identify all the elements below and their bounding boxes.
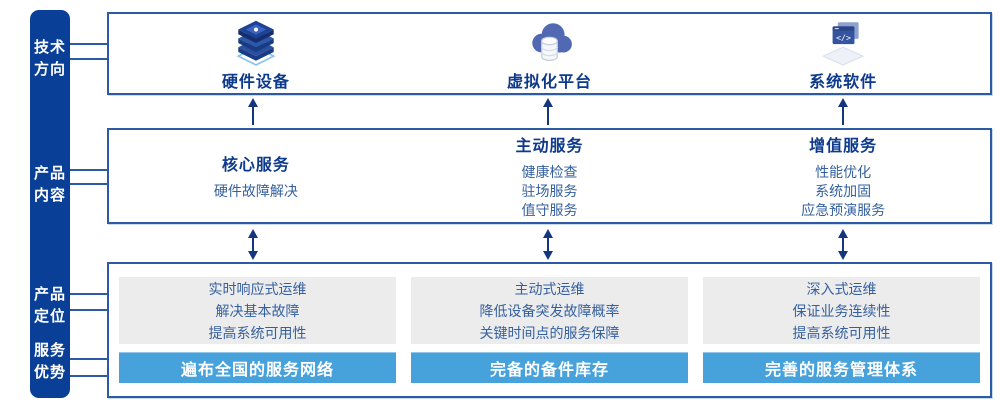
service-col-core: 核心服务 硬件故障解决: [109, 130, 403, 222]
server-stack-icon: [236, 20, 276, 66]
tech-label-virtualization: 虚拟化平台: [507, 74, 593, 91]
sidebar-label-product-content: 产品 内容: [30, 163, 70, 207]
product-positioning-box: 实时响应式运维 解决基本故障 提高系统可用性 遍布全国的服务网络 主动式运维 降…: [107, 262, 992, 398]
positioning-points-panel: 主动式运维 降低设备突发故障概率 关键时间点的服务保障: [411, 277, 688, 345]
positioning-point: 提高系统可用性: [208, 324, 307, 341]
positioning-points-panel: 实时响应式运维 解决基本故障 提高系统可用性: [119, 277, 396, 345]
category-sidebar: 技术 方向 产品 内容 产品 定位 服务 优势: [30, 10, 70, 398]
connector-line: [70, 358, 107, 360]
positioning-point: 深入式运维: [806, 280, 877, 297]
service-item: 系统加固: [815, 183, 872, 199]
up-arrow-icon: [541, 98, 555, 125]
sidebar-label-line: 产品: [33, 286, 66, 303]
service-col-proactive: 主动服务 健康检查 驻场服务 值守服务: [403, 130, 697, 222]
advantage-bar: 完备的备件库存: [411, 352, 688, 383]
sidebar-label-line: 服务: [33, 342, 66, 359]
software-window-icon: </>: [821, 22, 865, 66]
sidebar-label-product-positioning: 产品 定位: [30, 284, 70, 328]
service-title: 核心服务: [221, 157, 290, 174]
sidebar-label-line: 技术: [33, 39, 66, 56]
positioning-points-panel: 深入式运维 保证业务连续性 提高系统可用性: [703, 277, 980, 345]
cloud-database-icon: [531, 23, 572, 61]
positioning-point: 保证业务连续性: [792, 302, 891, 319]
sidebar-label-line: 方向: [33, 61, 66, 78]
advantage-bar: 遍布全国的服务网络: [119, 352, 396, 383]
up-down-arrow-icon: [836, 229, 850, 260]
positioning-point: 降低设备突发故障概率: [479, 302, 620, 319]
connector-line: [70, 309, 107, 311]
positioning-col-deep: 深入式运维 保证业务连续性 提高系统可用性 完善的服务管理体系: [703, 277, 980, 383]
tech-direction-box: 硬件设备 虚拟化平台: [107, 12, 992, 95]
connector-line: [70, 169, 107, 171]
tech-label-hardware: 硬件设备: [221, 74, 290, 91]
positioning-point: 实时响应式运维: [208, 280, 307, 297]
up-down-arrow-icon: [541, 229, 555, 260]
sidebar-label-line: 产品: [33, 165, 66, 182]
connector-line: [70, 375, 107, 377]
service-item: 值守服务: [521, 202, 578, 218]
service-col-value-added: 增值服务 性能优化 系统加固 应急预演服务: [696, 130, 990, 222]
tech-col-hardware: 硬件设备: [109, 14, 403, 93]
sidebar-label-tech-direction: 技术 方向: [30, 37, 70, 81]
connector-line: [70, 58, 107, 60]
up-arrow-icon: [836, 98, 850, 125]
service-item: 应急预演服务: [801, 202, 886, 218]
up-arrow-icon: [246, 98, 260, 125]
connector-line: [70, 293, 107, 295]
tech-col-virtualization: 虚拟化平台: [403, 14, 697, 93]
connector-line: [70, 43, 107, 45]
connector-line: [70, 183, 107, 185]
positioning-point: 关键时间点的服务保障: [479, 324, 620, 341]
positioning-col-realtime: 实时响应式运维 解决基本故障 提高系统可用性 遍布全国的服务网络: [119, 277, 396, 383]
service-item: 硬件故障解决: [213, 183, 298, 199]
up-down-arrow-icon: [246, 229, 260, 260]
sidebar-label-line: 优势: [33, 364, 66, 381]
positioning-point: 主动式运维: [514, 280, 585, 297]
service-item: 驻场服务: [521, 183, 578, 199]
sidebar-label-line: 内容: [33, 187, 66, 204]
product-content-box: 核心服务 硬件故障解决 主动服务 健康检查 驻场服务 值守服务 增值服务 性能优…: [107, 128, 992, 224]
tech-col-system-software: </> 系统软件: [696, 14, 990, 93]
tech-label-system-software: 系统软件: [809, 74, 878, 91]
service-title: 主动服务: [515, 138, 584, 155]
service-title: 增值服务: [809, 138, 878, 155]
sidebar-label-service-advantage: 服务 优势: [30, 340, 70, 384]
service-item: 性能优化: [815, 164, 872, 180]
positioning-point: 解决基本故障: [215, 302, 300, 319]
service-item: 健康检查: [521, 164, 578, 180]
advantage-bar: 完善的服务管理体系: [703, 352, 980, 383]
svg-text:</>: </>: [836, 32, 851, 42]
positioning-col-proactive: 主动式运维 降低设备突发故障概率 关键时间点的服务保障 完备的备件库存: [411, 277, 688, 383]
positioning-point: 提高系统可用性: [792, 324, 891, 341]
sidebar-label-line: 定位: [33, 308, 66, 325]
